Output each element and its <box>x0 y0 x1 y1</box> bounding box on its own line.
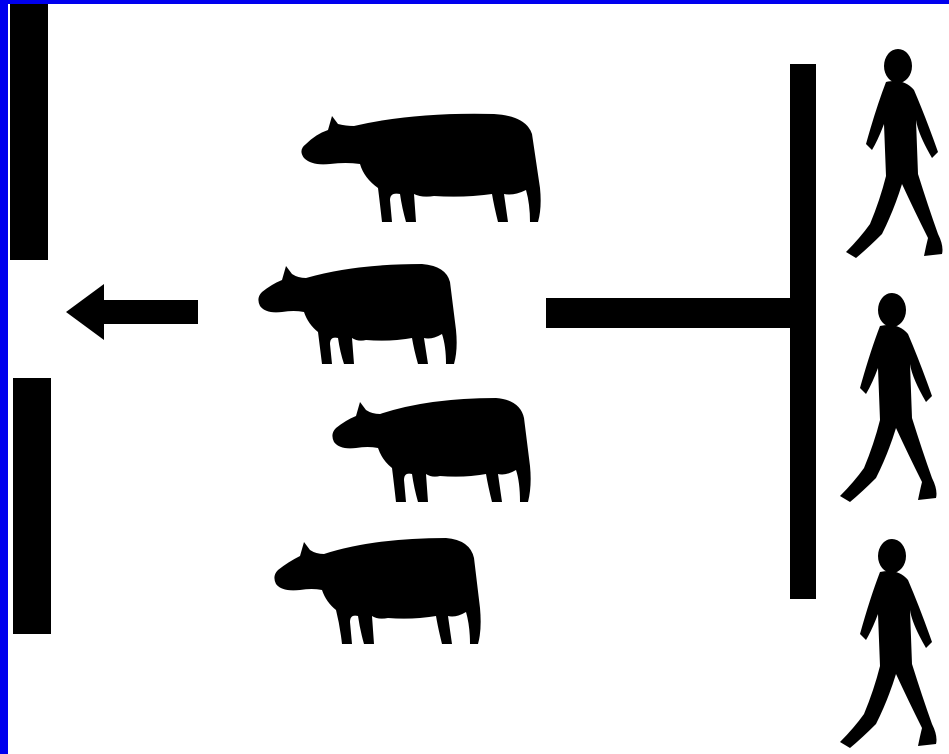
gate-post-top <box>10 4 48 260</box>
cow-icon <box>332 398 531 502</box>
handler-bar <box>790 64 816 599</box>
walking-person-icon <box>846 49 943 258</box>
left-arrow-icon <box>66 284 198 340</box>
walking-person-icon <box>840 293 937 502</box>
cow-icon <box>258 264 457 364</box>
gate-post-bottom <box>13 378 51 634</box>
cow-icon <box>301 113 541 222</box>
connector-line <box>546 298 808 328</box>
diagram-canvas <box>8 4 949 754</box>
cow-icon <box>274 538 481 644</box>
walking-person-icon <box>840 539 937 748</box>
